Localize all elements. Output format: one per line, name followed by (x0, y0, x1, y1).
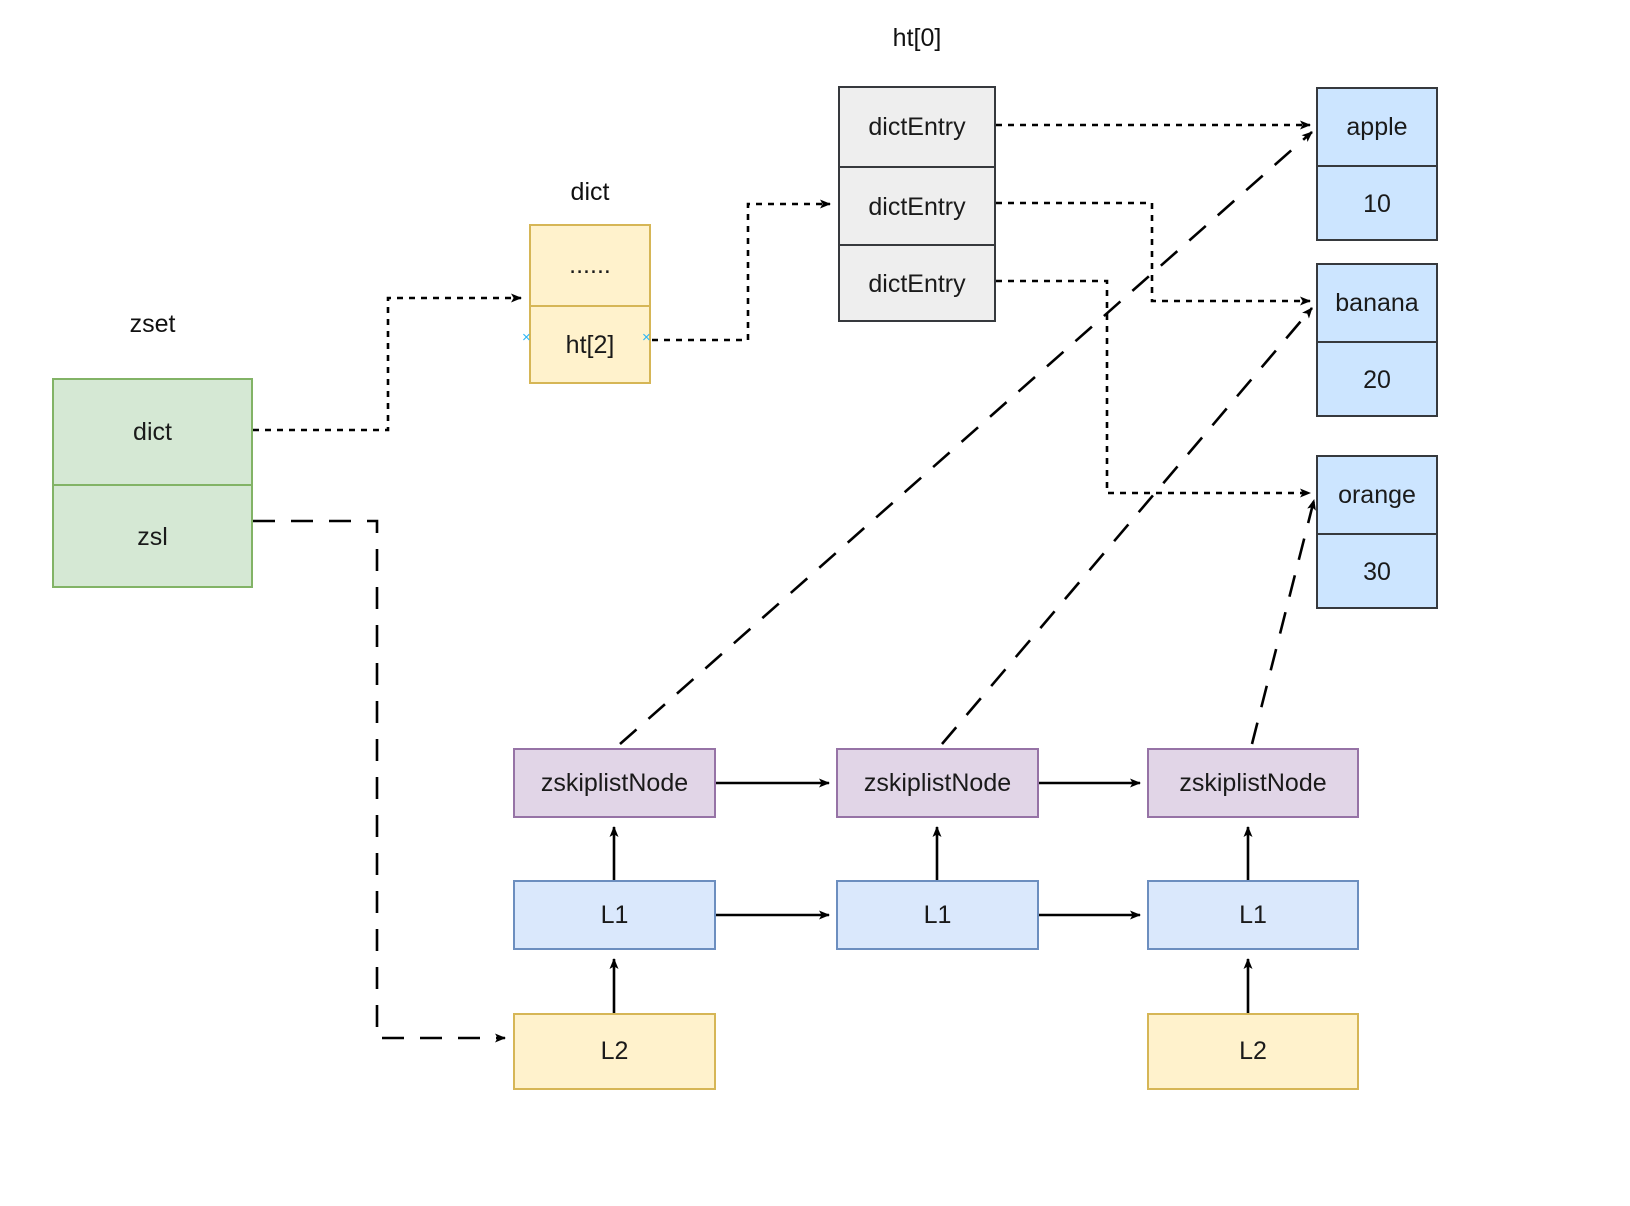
ht0-entry-0-label: dictEntry (868, 112, 966, 141)
member-score-orange-label: 30 (1363, 557, 1391, 586)
skiplist-level1-node-2: L1 (836, 880, 1039, 950)
member-score-banana: 20 (1318, 341, 1436, 417)
dict-anchor-right-icon[interactable]: × (642, 329, 651, 346)
member-box-banana: banana 20 (1316, 263, 1438, 417)
zset-caption: zset (129, 310, 176, 338)
zset-field-dict-label: dict (133, 417, 172, 446)
dict-caption: dict (570, 178, 610, 206)
member-box-apple: apple 10 (1316, 87, 1438, 241)
member-name-banana: banana (1318, 265, 1436, 341)
ht0-table: dictEntry dictEntry dictEntry (838, 86, 996, 322)
skiplist-level2-node-1-label: L2 (600, 1037, 629, 1065)
dict-field-ht2-label: ht[2] (565, 331, 615, 359)
skiplist-node-3: zskiplistNode (1147, 748, 1359, 818)
member-name-orange: orange (1318, 457, 1436, 533)
edge-zset-zsl-to-l2 (253, 519, 506, 1043)
edge-zset-dict-to-dict (253, 293, 522, 432)
ht0-entry-2-label: dictEntry (868, 269, 966, 298)
zset-struct: dict zsl (52, 378, 253, 588)
skiplist-node-3-label: zskiplistNode (1179, 768, 1327, 797)
skiplist-node-1-label: zskiplistNode (540, 768, 689, 797)
skiplist-node-2-label: zskiplistNode (863, 768, 1012, 797)
skiplist-level2-node-2-label: L2 (1239, 1037, 1267, 1065)
skiplist-level1-node-1: L1 (513, 880, 716, 950)
edge-node-3-to-orange (1250, 499, 1316, 745)
member-score-orange: 30 (1318, 533, 1436, 609)
ht0-caption: ht[0] (892, 24, 942, 52)
ht0-entry-0[interactable]: dictEntry (840, 88, 994, 166)
ht0-entry-2[interactable]: dictEntry (840, 244, 994, 322)
member-score-banana-label: 20 (1363, 365, 1391, 394)
skiplist-level1-node-3: L1 (1147, 880, 1359, 950)
zset-field-zsl[interactable]: zsl (54, 484, 251, 588)
member-name-apple-label: apple (1346, 112, 1408, 141)
member-score-apple: 10 (1318, 165, 1436, 241)
edge-node-2-to-banana (941, 307, 1313, 745)
skiplist-node-2: zskiplistNode (836, 748, 1039, 818)
dict-field-ellipsis-label: ...... (569, 251, 611, 279)
dict-field-ellipsis: ...... (531, 226, 649, 305)
dict-field-ht2[interactable]: ht[2] (531, 305, 649, 384)
ht0-entry-1[interactable]: dictEntry (840, 166, 994, 246)
member-score-apple-label: 10 (1363, 189, 1391, 218)
member-box-orange: orange 30 (1316, 455, 1438, 609)
skiplist-level2-node-2: L2 (1147, 1013, 1359, 1090)
dict-anchor-left-icon[interactable]: × (522, 329, 531, 346)
skiplist-level1-node-3-label: L1 (1239, 900, 1267, 929)
skiplist-level1-node-2-label: L1 (923, 900, 952, 929)
member-name-banana-label: banana (1335, 288, 1419, 317)
skiplist-level1-node-1-label: L1 (600, 900, 629, 929)
skiplist-node-1: zskiplistNode (513, 748, 716, 818)
ht0-entry-1-label: dictEntry (868, 192, 966, 221)
member-name-apple: apple (1318, 89, 1436, 165)
edge-dictentry-1-to-banana (996, 201, 1311, 306)
edge-dict-ht2-to-ht0 (652, 199, 831, 342)
skiplist-level2-node-1: L2 (513, 1013, 716, 1090)
zset-field-zsl-label: zsl (137, 522, 168, 551)
edge-dictentry-2-to-orange (996, 279, 1311, 498)
member-name-orange-label: orange (1338, 480, 1416, 509)
zset-field-dict[interactable]: dict (54, 380, 251, 484)
dict-struct: ...... ht[2] (529, 224, 651, 384)
